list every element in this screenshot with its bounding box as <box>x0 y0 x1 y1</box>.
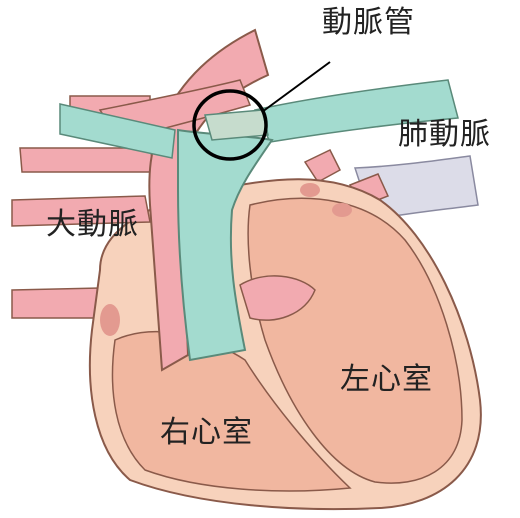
small-vessel-1 <box>303 149 341 183</box>
label-pulmonary-artery: 肺動脈 <box>398 117 491 152</box>
ductus-arteriosus <box>204 109 269 141</box>
label-right-ventricle: 右心室 <box>160 415 253 450</box>
label-left-ventricle: 左心室 <box>340 362 433 397</box>
spot-3 <box>100 304 120 336</box>
pulmonary-artery-right-branch <box>253 79 459 143</box>
vena-cava-stub <box>11 287 103 319</box>
label-ductus-arteriosus: 動脈管 <box>322 5 415 40</box>
spot-2 <box>332 203 352 217</box>
spot-1 <box>300 183 320 197</box>
aorta-branch-1 <box>19 147 156 173</box>
left-ventricle-chamber <box>247 197 463 484</box>
atrium-bump <box>239 275 316 321</box>
pulmonary-artery-trunk <box>177 128 274 362</box>
pulmonary-artery-left-branch <box>59 103 176 159</box>
aorta-branch-2 <box>11 195 151 227</box>
ductus-pointer-line <box>261 61 331 113</box>
ductus-highlight-circle <box>192 89 268 161</box>
label-aorta: 大動脈 <box>46 207 139 242</box>
